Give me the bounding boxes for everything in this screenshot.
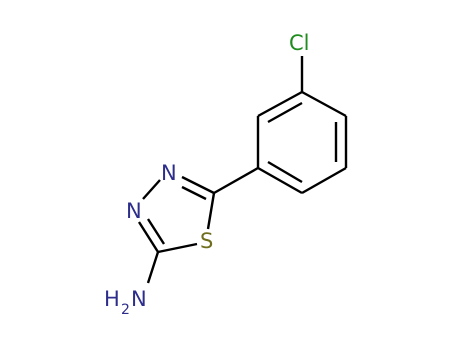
bond-c5-n4 (181, 175, 215, 195)
amine-hydrogen-label: H (104, 287, 120, 311)
amine-subscript-label: 2 (121, 302, 130, 318)
bond-c6-c1 (257, 166, 303, 195)
bond-c2-amine (146, 251, 160, 284)
bond-c2-c3 (257, 90, 303, 118)
chlorine-label: Cl (289, 31, 310, 55)
bond-n3-c2 (137, 221, 160, 253)
nitrogen-upper-label: N (161, 161, 177, 185)
nitrogen-lower-label: N (126, 199, 142, 223)
double-bond-c6-c1-inner (267, 160, 303, 184)
thiadiazole-ring (137, 175, 216, 254)
bond-c3-c4 (301, 90, 347, 118)
bond-c5-c6 (301, 166, 347, 195)
bond-s1-c5 (206, 192, 216, 230)
double-bond-n3-c2-inner (146, 218, 166, 245)
benzene-ring (256, 90, 348, 195)
bond-n4-n3 (142, 179, 161, 200)
sulfur-label: S (200, 229, 213, 253)
double-bond-c2-c3-inner (267, 101, 303, 124)
bond-phenyl-thiadiazole (213, 166, 259, 195)
amine-nitrogen-label: N (131, 287, 147, 311)
double-bond-c5-n4-inner (181, 185, 207, 201)
bond-c2-s1 (157, 242, 198, 254)
